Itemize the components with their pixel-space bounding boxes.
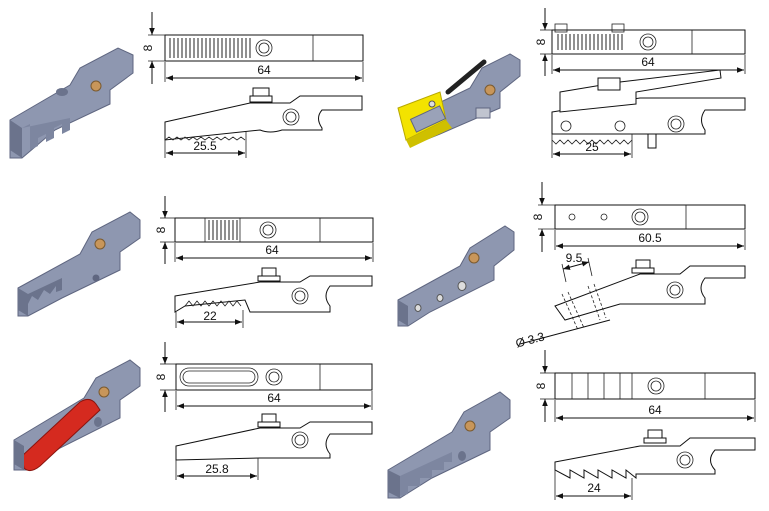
- gripper-b-length-label: 64: [641, 55, 655, 69]
- gripper-d-side-view: 9.5 Ø 3.3: [514, 251, 746, 351]
- gripper-b-render: [397, 53, 521, 148]
- gripper-f-height-label: 8: [534, 382, 548, 389]
- gripper-c-length-label: 64: [265, 243, 279, 257]
- gripper-c-jaw-label: 22: [203, 309, 217, 323]
- gripper-d-top-view: 8 60.5: [531, 182, 746, 252]
- gripper-a-render: [9, 47, 134, 159]
- gripper-c: 8 64 22: [17, 196, 374, 328]
- gripper-b-height-label: 8: [534, 38, 548, 45]
- gripper-d-length-label: 60.5: [638, 231, 662, 245]
- gripper-d-render: [397, 225, 515, 327]
- gripper-a-jaw-label: 25.5: [193, 139, 217, 153]
- gripper-f-side-view: 24: [554, 429, 756, 500]
- gripper-c-render: [17, 211, 141, 317]
- gripper-e-height-label: 8: [154, 373, 168, 380]
- gripper-a-length-label: 64: [257, 63, 271, 77]
- gripper-e-render: [13, 359, 141, 472]
- gripper-f: 8 64 24: [387, 350, 756, 500]
- gripper-b-top-view: 8 64: [534, 8, 746, 76]
- gripper-b-side-view: 25: [551, 69, 746, 158]
- gripper-a: 8 64 25.5: [9, 12, 364, 159]
- gripper-f-jaw-label: 24: [587, 481, 601, 495]
- gripper-d-hole-label: Ø 3.3: [514, 329, 546, 350]
- gripper-e-jaw-label: 25.8: [205, 462, 229, 476]
- gripper-a-side-view: 25.5: [164, 87, 363, 158]
- gripper-c-top-view: 8 64: [154, 196, 374, 264]
- gripper-e: 8 64 25.8: [13, 342, 373, 480]
- gripper-b-jaw-label: 25: [585, 140, 599, 154]
- gripper-d-height-label: 8: [531, 213, 545, 220]
- gripper-d-pitch-label: 9.5: [566, 251, 583, 265]
- gripper-f-render: [387, 391, 511, 499]
- gripper-e-length-label: 64: [267, 391, 281, 405]
- gripper-b: 8 64 25: [397, 8, 746, 158]
- gripper-a-height-label: 8: [141, 44, 155, 51]
- gripper-e-top-view: 8 64: [154, 342, 373, 412]
- gripper-f-top-view: 8 64: [534, 350, 756, 422]
- gripper-c-height-label: 8: [154, 226, 168, 233]
- gripper-d: 8 60.5 9.5 Ø 3.3: [397, 182, 746, 351]
- gripper-a-top-view: 8 64: [141, 12, 364, 84]
- gripper-c-side-view: 22: [174, 267, 373, 328]
- gripper-e-side-view: 25.8: [175, 413, 373, 480]
- gripper-f-length-label: 64: [648, 403, 662, 417]
